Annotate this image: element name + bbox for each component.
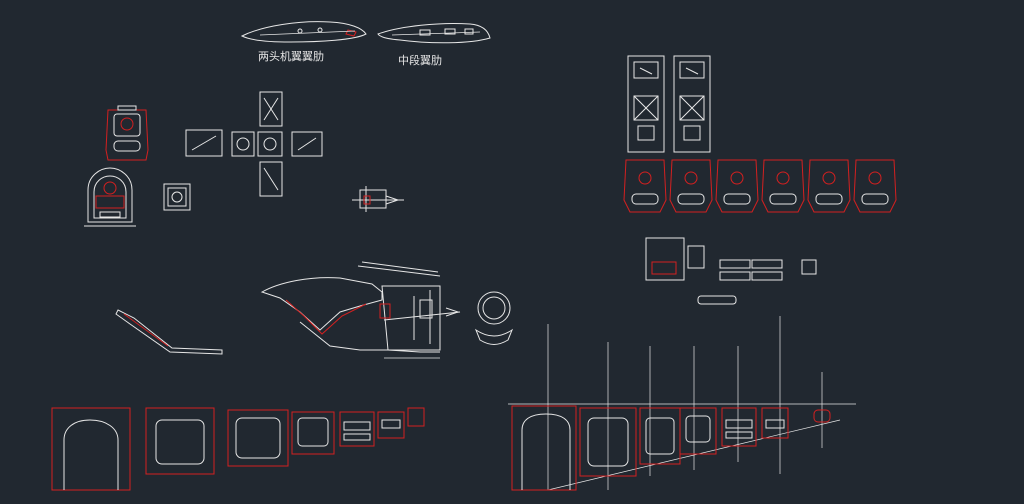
bottom-frame-series-left	[51, 407, 425, 491]
front-bulkhead	[105, 105, 149, 161]
fuselage-side-view	[260, 261, 461, 359]
middle-wing-rib-label: 中段翼肋	[398, 53, 442, 67]
motor-mount	[352, 186, 404, 212]
end-wing-rib-label: 两头机翼翼肋	[258, 49, 324, 63]
spinner-ring	[474, 291, 514, 345]
small-square-bulkhead	[163, 183, 191, 211]
tall-frames	[627, 55, 711, 153]
middle-wing-rib	[377, 23, 491, 44]
end-wing-rib	[240, 21, 367, 43]
landing-gear-strut	[115, 309, 223, 355]
cockpit-frame	[84, 167, 136, 227]
bottom-frame-series-right	[508, 316, 856, 491]
small-parts-cluster	[645, 237, 817, 305]
cross-parts	[185, 91, 323, 197]
red-frame-row	[623, 159, 897, 213]
